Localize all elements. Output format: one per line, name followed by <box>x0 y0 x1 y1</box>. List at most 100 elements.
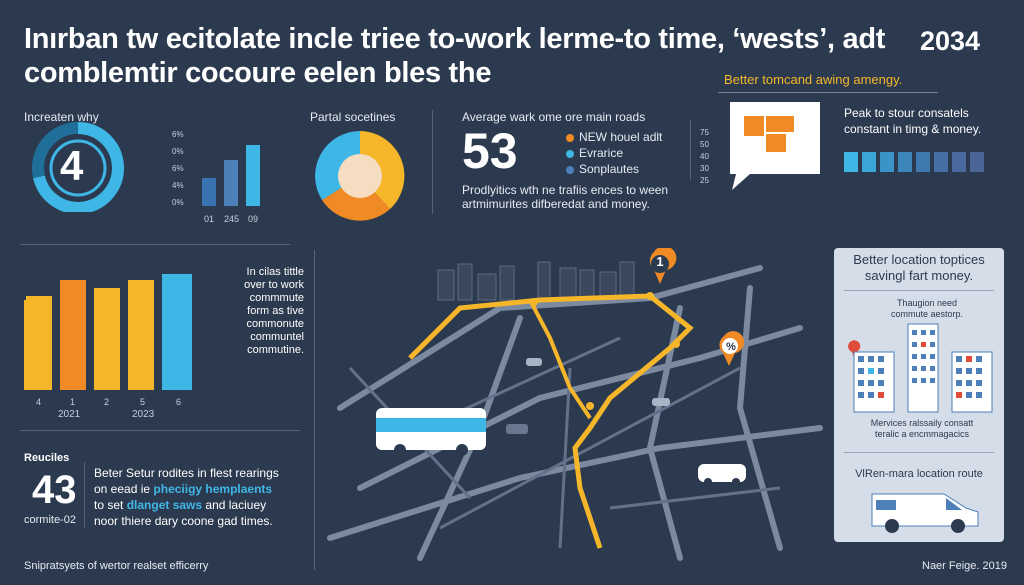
roads-note-1: Prodlyitics wth ne trafiis ences to ween <box>462 183 669 197</box>
big-bar <box>60 280 86 390</box>
legend-item: Sonplautes <box>566 162 662 178</box>
big-bar-tick: 1 <box>70 397 76 407</box>
peak-line-2: constant in timg & money. <box>844 122 982 136</box>
big-bar <box>128 280 154 390</box>
mini-tick: 0% <box>172 198 184 207</box>
mini-category: 01 <box>204 214 215 224</box>
reucles-highlight: pheciigy hemplaents <box>153 482 273 496</box>
peak-block <box>916 152 930 172</box>
page-title: Inırban tw ecitolate incle triee to-work… <box>24 22 1014 90</box>
reucles-line-2-pre: on eead ie <box>94 482 151 496</box>
caption-line: In cilas tittle <box>246 266 304 278</box>
map-pin-label: 1 <box>656 254 664 269</box>
mini-tick: 0% <box>172 147 184 156</box>
legend-item: Evrarice <box>566 146 662 162</box>
peak-block <box>862 152 876 172</box>
panel-title: Better location toptices savingl fart mo… <box>834 252 1004 284</box>
legend-item: NEW houel adlt <box>566 130 662 146</box>
reucles-line-3-post: and laciuey <box>205 498 267 512</box>
chat-ticks: 75 50 40 30 25 <box>700 128 716 188</box>
panel-note-line-1: Thaugion need <box>896 298 958 308</box>
big-bar-tick: 2 <box>104 397 110 407</box>
caption-line: commonute <box>246 318 304 330</box>
reucles-value: 43 <box>32 468 77 512</box>
panel-bottom-line-2: teralic a encmmagacics <box>874 429 970 439</box>
caption-line: form as tive <box>247 305 304 317</box>
accent-hint: Better tomcand awing amengy. <box>724 72 903 87</box>
caption-line: commmute <box>249 292 304 304</box>
mini-bar <box>246 145 260 206</box>
pie-label: Partal socetines <box>310 110 396 124</box>
reucles-line-3: to set dlanget saws and laciuey <box>94 498 266 513</box>
caption-line: commutine. <box>247 344 304 356</box>
section-divider <box>314 250 315 570</box>
chat-tick: 50 <box>700 140 709 149</box>
panel-divider <box>844 290 994 291</box>
panel-note: Thaugion need commute aestorp. <box>852 298 1002 320</box>
donut-value: 4 <box>60 142 84 189</box>
mini-tick: 4% <box>172 181 184 190</box>
peak-block <box>898 152 912 172</box>
buildings-icon <box>848 323 993 413</box>
mini-category: 09 <box>248 214 259 224</box>
big-bar-tick: 5 <box>140 397 146 407</box>
map-pin-label: % <box>726 341 736 353</box>
mini-tick: 6% <box>172 164 184 173</box>
peak-line-1: Peak to stour consatels <box>844 106 969 120</box>
panel-bottom-line-1: Mervices ralssaily consatt <box>870 418 974 428</box>
big-bars-caption: In cilas tittle over to work commmute fo… <box>214 266 304 357</box>
legend-dot <box>566 149 574 158</box>
section-divider <box>690 120 691 180</box>
mini-bars-ticks: 6% 0% 6% 4% 0% <box>172 130 192 215</box>
legend-label: Evrarice <box>579 146 624 160</box>
peak-block <box>934 152 948 172</box>
section-divider <box>432 110 433 214</box>
van-icon <box>871 493 979 533</box>
roads-heading: Average wark ome ore main roads <box>462 110 646 124</box>
caption-line: over to work <box>244 279 304 291</box>
section-divider <box>20 244 290 245</box>
footer-right: Naer Feige. 2019 <box>922 560 1007 572</box>
mini-tick: 6% <box>172 130 184 139</box>
panel-divider <box>844 452 994 453</box>
big-bar <box>162 274 192 390</box>
roads-value: 53 <box>462 123 518 179</box>
section-divider <box>20 430 300 431</box>
peak-block <box>844 152 858 172</box>
panel-bottom: Mervices ralssaily consatt teralic a enc… <box>844 418 1000 440</box>
panel-route: VlRen-mara location route <box>855 468 983 480</box>
reucles-highlight: dlanget saws <box>126 498 203 512</box>
donut-label: Increaten why <box>24 110 99 124</box>
panel-title-line-2: savingl fart money. <box>864 268 974 283</box>
reucles-sub: cormite-02 <box>24 514 76 526</box>
peak-block <box>952 152 966 172</box>
reucles-line-1: Beter Setur rodites in flest rearings <box>94 466 279 480</box>
chat-bubble-icon <box>730 102 820 190</box>
legend-dot <box>566 133 574 142</box>
title-line-1: Inırban tw ecitolate incle triee to-work… <box>24 23 886 55</box>
peak-block <box>970 152 984 172</box>
big-bar-tick: 4 <box>36 397 42 407</box>
reucles-line-3-pre: to set <box>94 498 124 512</box>
roads-note-2: artmimurites difberedat and money. <box>462 197 650 211</box>
panel-note-line-2: commute aestorp. <box>890 309 964 319</box>
peak-blocks <box>844 152 984 172</box>
pie-chart <box>315 131 405 221</box>
mini-bar <box>202 178 216 206</box>
reucles-line-2: on eead ie pheciigy hemplaents <box>94 482 272 497</box>
big-bar-tick: 6 <box>176 397 182 407</box>
donut-gauge <box>32 122 124 212</box>
reucles-line-4: noor thiere dary coone gad times. <box>94 514 273 528</box>
footer-left: Snipratsyets of wertor realset efficerry <box>24 560 209 572</box>
mini-category: 245 <box>224 214 240 224</box>
chat-tick: 30 <box>700 164 709 173</box>
big-bar-year: 2023 <box>132 409 155 420</box>
peak-block <box>880 152 894 172</box>
legend-label: Sonplautes <box>579 162 640 176</box>
year-label: 2034 <box>920 26 981 56</box>
big-bar-year: 2021 <box>58 409 81 420</box>
car-icon <box>698 464 746 482</box>
legend-dot <box>566 165 574 174</box>
chat-tick: 40 <box>700 152 709 161</box>
chat-tick: 75 <box>700 128 709 137</box>
